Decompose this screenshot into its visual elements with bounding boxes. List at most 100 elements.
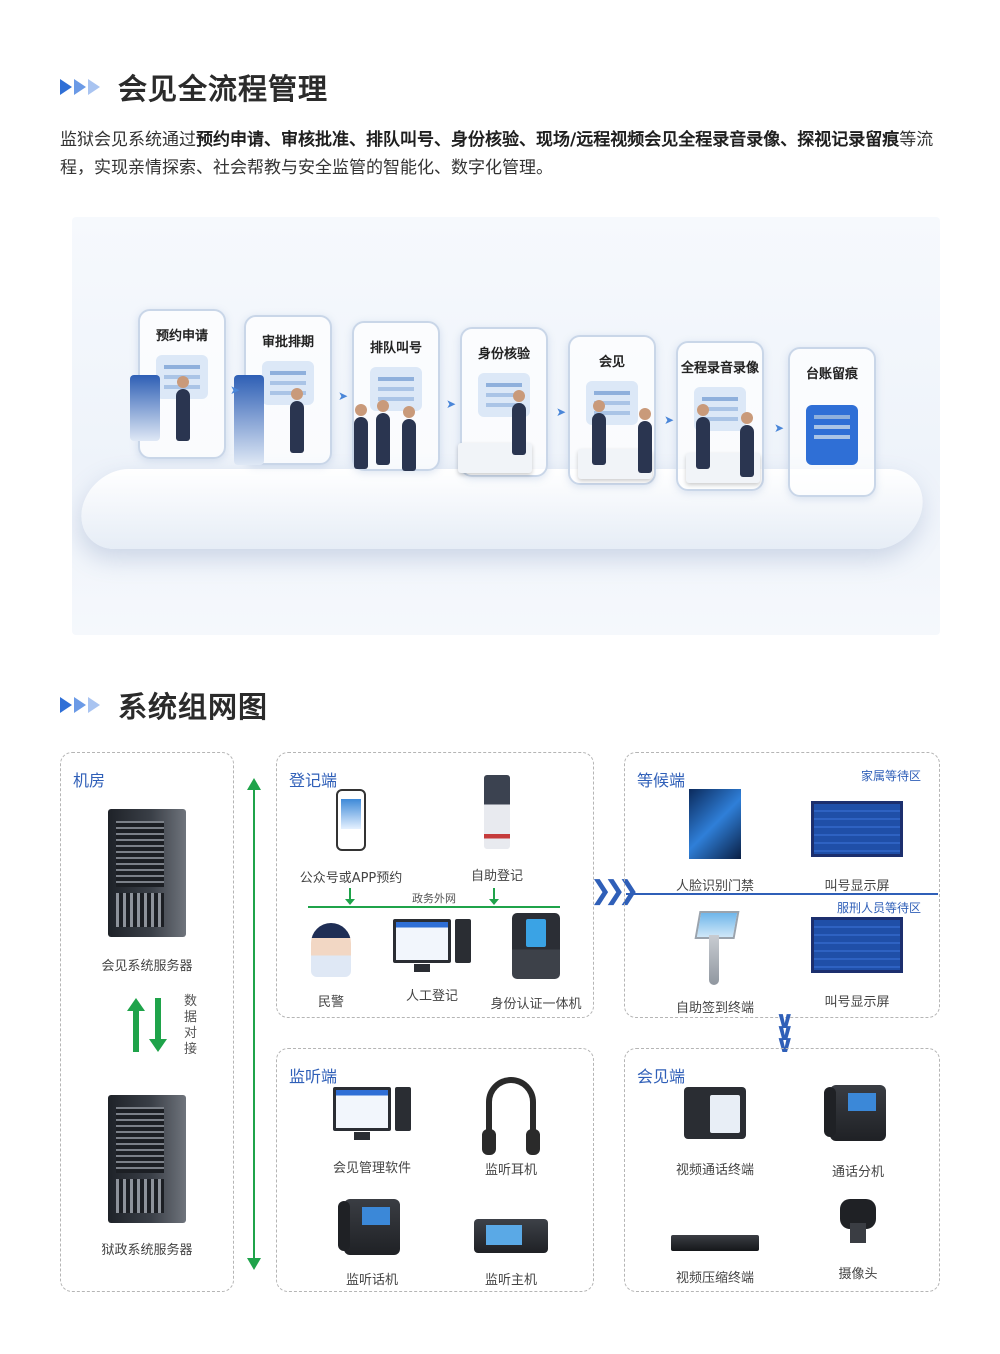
kiosk-illustration [234,375,264,465]
person-figure [402,406,416,471]
desk-phone-icon [824,1085,886,1141]
software-device: 会见管理软件 [317,1087,427,1176]
stage-label: 会见 [598,355,625,370]
desk-phone-icon [338,1199,400,1255]
device-caption: 人脸识别门禁 [675,879,754,894]
chevron-right-icon: ➤ [230,383,241,397]
machine-room-box: 机房 会见系统服务器 狱政系统服务器 [60,752,234,1292]
face-recognition-icon [689,789,741,859]
kiosk-illustration [130,375,160,441]
section-title: 会见全流程管理 [118,72,329,106]
console-icon [474,1219,548,1253]
person-figure [376,400,390,465]
signin-terminal-icon [695,911,735,985]
kiosk-icon [484,775,510,849]
camera-device: 摄像头 [813,1199,903,1282]
intro-text: 等流程，实现亲情探索、社会帮教与安全监管的智能化、数字化管理。 [60,130,934,178]
app-device: 公众号或APP预约 [291,789,411,886]
face-gate-device: 人脸识别门禁 [655,789,775,894]
stage-label: 全程录音录像 [680,361,759,376]
monitor-icon [393,919,451,972]
display-screen-icon [811,801,903,857]
arrow-down-icon [490,888,498,905]
pc-device: 人工登记 [387,919,477,1004]
monitor-phone-device: 监听话机 [327,1199,417,1288]
person-figure [176,376,190,441]
server-device: 狱政系统服务器 [61,1095,233,1258]
section-header-process: 会见全流程管理 [60,66,328,108]
chevrons-down-icon: ∨∨∨ [775,1006,795,1058]
intro-paragraph: 监狱会见系统通过预约申请、审核批准、排队叫号、身份核验、现场/远程视频会见全程录… [60,126,945,182]
triple-arrow-icon [60,79,100,95]
box-title: 机房 [73,771,106,790]
pc-tower-icon [395,1087,411,1131]
call-screen-device: 叫号显示屏 [807,917,907,1010]
device-caption: 会见系统服务器 [101,959,193,974]
id-terminal-device: 身份认证一体机 [483,913,589,1012]
person-figure [592,400,606,465]
monitor-icon [333,1087,391,1140]
meeting-box: 会见端 视频通话终端 通话分机 视频压缩终端 摄像头 [624,1048,940,1292]
id-terminal-icon [512,913,560,979]
device-caption: 视频通话终端 [675,1163,754,1178]
intro-text: 监狱会见系统通过 [60,130,196,150]
headset-icon [482,1077,540,1155]
signin-device: 自助签到终端 [655,911,775,1016]
register-box: 登记端 公众号或APP预约 自助登记 民警 人工登记 身份认证一体机 [276,752,594,1018]
network-line [308,906,560,908]
person-figure [290,388,304,453]
device-caption: 民警 [317,995,344,1010]
person-figure [512,390,526,455]
server-icon [108,809,186,937]
device-caption: 视频压缩终端 [675,1271,754,1286]
server-icon [108,1095,186,1223]
device-caption: 摄像头 [838,1267,878,1282]
process-illustration: 预约申请 审批排期 排队叫号 身份核验 会见 全程录音录像 台账留痕 ➤ ➤ ➤… [72,217,940,635]
monitor-box: 监听端 会见管理软件 监听耳机 监听话机 监听主机 [276,1048,594,1292]
device-caption: 监听话机 [345,1273,398,1288]
extension-device: 通话分机 [813,1085,903,1180]
chevron-right-icon: ➤ [664,413,675,427]
headset-device: 监听耳机 [461,1077,561,1178]
pc-tower-icon [455,919,471,963]
chevron-right-icon: ➤ [446,397,457,411]
box-title: 等候端 [637,771,686,790]
box-title: 监听端 [289,1067,338,1086]
triple-arrow-icon [60,697,100,713]
device-caption: 狱政系统服务器 [101,1243,193,1258]
police-device: 民警 [301,923,361,1010]
call-screen-device: 叫号显示屏 [807,801,907,894]
section-header-network: 系统组网图 [60,684,268,726]
area-label: 家属等待区 [860,769,921,783]
waiting-box: 等候端 家属等待区 人脸识别门禁 叫号显示屏 服刑人员等待区 自助签到终端 叫号… [624,752,940,1018]
person-figure [354,404,368,469]
device-caption: 通话分机 [831,1165,884,1180]
device-caption: 叫号显示屏 [824,995,890,1010]
chevron-right-icon: ➤ [774,421,785,435]
stage-label: 排队叫号 [369,341,422,356]
person-figure [740,412,754,477]
server-device: 会见系统服务器 [61,809,233,974]
zone-divider-line [626,893,938,895]
device-caption: 叫号显示屏 [824,879,890,894]
device-caption: 人工登记 [405,989,458,1004]
kiosk-device: 自助登记 [447,775,547,884]
network-label: 政务外网 [412,892,456,905]
stage-label: 台账留痕 [805,367,858,382]
device-caption: 自助签到终端 [675,1001,754,1016]
display-screen-icon [811,917,903,973]
camera-icon [840,1199,876,1243]
video-terminal-device: 视频通话终端 [659,1087,771,1178]
device-caption: 监听耳机 [484,1163,537,1178]
data-link-label: 数据对接 [184,994,198,1057]
video-phone-icon [684,1087,746,1139]
chevron-right-icon: ➤ [338,389,349,403]
area-label: 服刑人员等待区 [836,901,921,915]
device-caption: 身份认证一体机 [490,997,582,1012]
encoder-device: 视频压缩终端 [659,1235,771,1286]
vertical-link-line [247,778,261,1270]
arrow-down-icon [149,998,167,1052]
device-caption: 会见管理软件 [332,1161,411,1176]
chevrons-right-icon: ❯❯❯ [590,876,639,906]
stage-label: 审批排期 [261,335,314,350]
